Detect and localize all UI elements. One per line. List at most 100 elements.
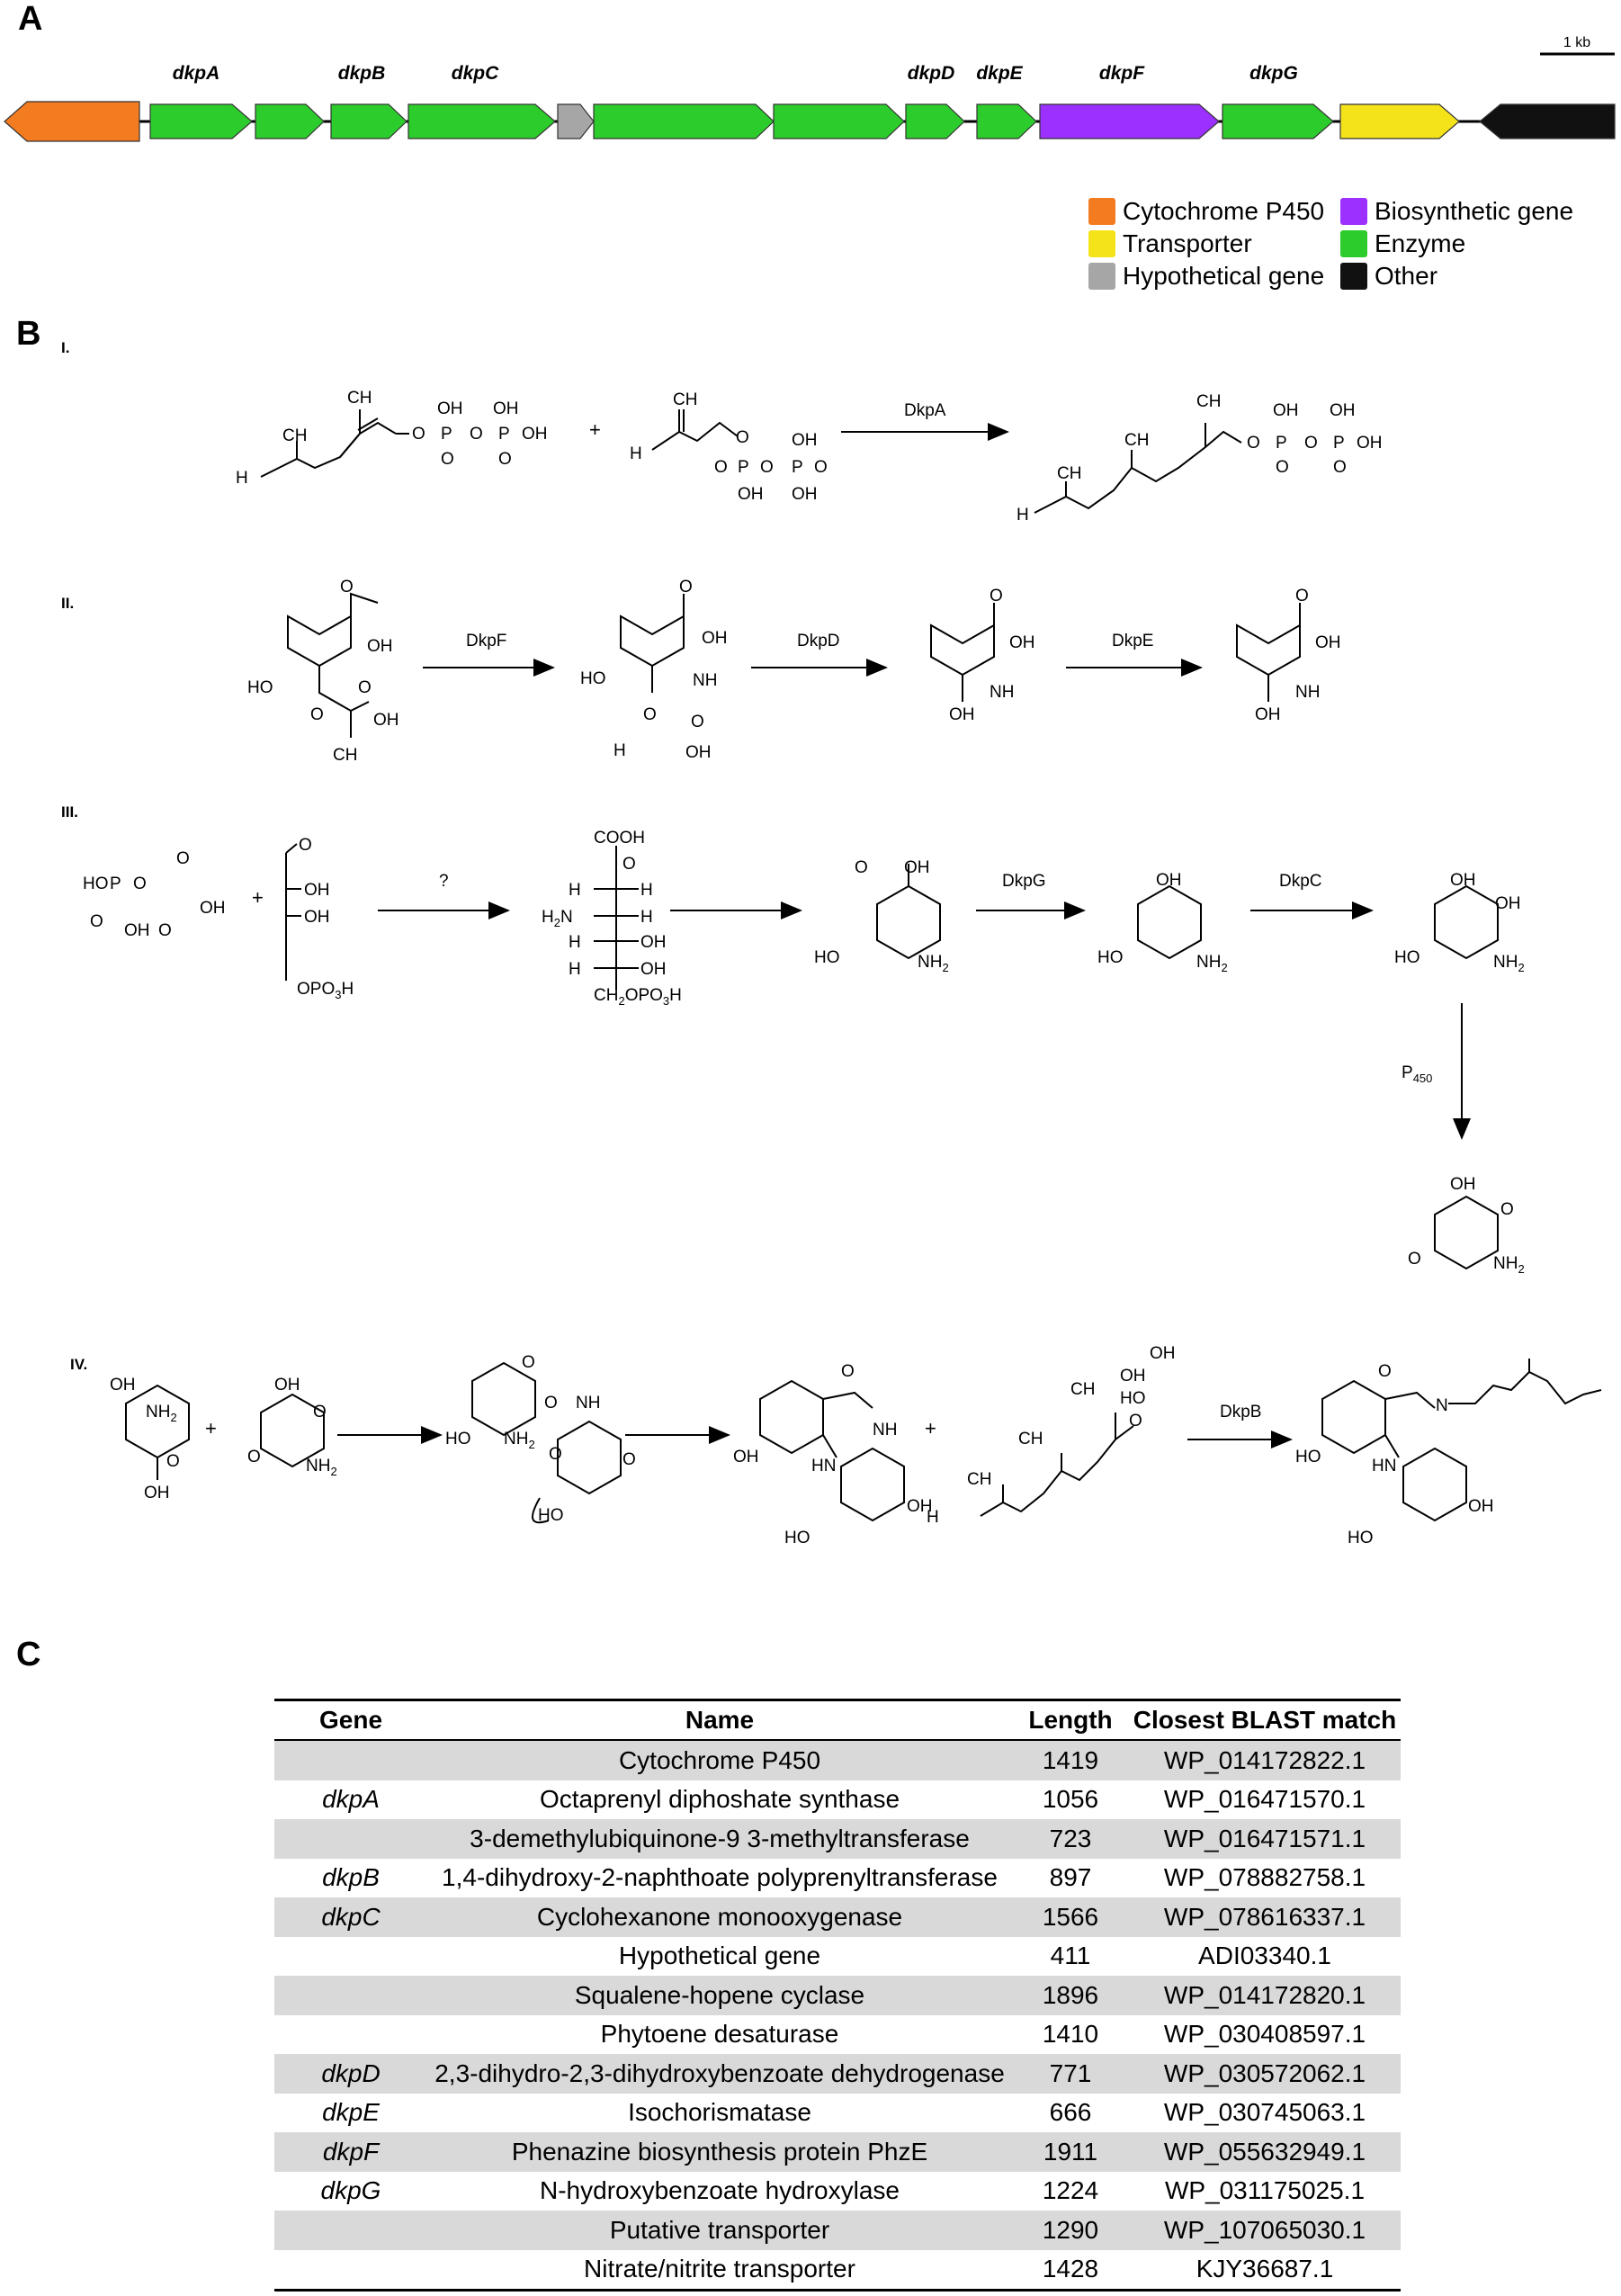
svg-text:COOH: COOH <box>594 829 645 848</box>
svg-text:O: O <box>1295 587 1309 605</box>
gene-cell: dkpE <box>322 2098 380 2127</box>
svg-text:CH: CH <box>1018 1430 1043 1448</box>
length-cell: 897 <box>1049 1863 1092 1892</box>
gene-arrow-nitrate-transporter <box>1479 103 1616 139</box>
gene-table: Gene Name Length Closest BLAST match Cyt… <box>274 1699 1401 2292</box>
legend-label: Hypothetical gene <box>1123 262 1325 290</box>
svg-text:OH: OH <box>1156 871 1182 890</box>
blast-cell: WP_016471571.1 <box>1129 1819 1401 1859</box>
gene-arrow-dkpD <box>905 103 965 139</box>
svg-text:NH2: NH2 <box>918 953 949 974</box>
svg-text:OH: OH <box>274 1376 300 1395</box>
dibenzodiazepinone-core: O NH OH HN HO OH <box>733 1362 933 1547</box>
svg-text:O: O <box>470 425 483 444</box>
legend-label: Enzyme <box>1375 229 1466 257</box>
svg-text:H: H <box>569 881 581 900</box>
svg-text:OH: OH <box>373 711 399 730</box>
svg-text:P: P <box>738 458 749 477</box>
gene-arrow-cytochrome <box>4 101 140 142</box>
blast-cell: WP_031175025.1 <box>1164 2176 1366 2205</box>
3-amino-5-hydroxybenzoic-acid: O OH HO NH2 <box>814 858 949 974</box>
svg-text:O: O <box>544 1394 558 1413</box>
blast-cell: KJY36687.1 <box>1129 2249 1401 2292</box>
gene-label-dkpB: dkpB <box>338 63 386 84</box>
svg-text:H2N: H2N <box>542 908 573 929</box>
intermediate-adduct: O O NH HO NH2 O O HO <box>445 1353 636 1525</box>
svg-text:O: O <box>133 874 147 893</box>
svg-text:OH: OH <box>1273 401 1299 420</box>
name-cell: Phenazine biosynthesis protein PhzE <box>427 2132 1012 2172</box>
svg-text:OH: OH <box>904 858 930 877</box>
svg-text:NH2: NH2 <box>1493 1254 1525 1276</box>
svg-text:O: O <box>622 1450 636 1469</box>
svg-text:O: O <box>1500 1200 1514 1219</box>
length-cell: 1911 <box>1012 2132 1129 2172</box>
svg-text:OH: OH <box>907 1497 933 1516</box>
svg-text:HO: HO <box>1097 948 1124 967</box>
svg-text:OH: OH <box>949 705 975 724</box>
svg-text:O: O <box>498 450 512 469</box>
svg-text:NH2: NH2 <box>146 1403 177 1424</box>
blast-cell: WP_078616337.1 <box>1129 1897 1401 1937</box>
svg-text:O: O <box>1129 1412 1142 1431</box>
svg-text:OH: OH <box>304 908 330 927</box>
svg-text:O: O <box>691 713 704 731</box>
svg-text:OH: OH <box>733 1448 759 1466</box>
gene-cell <box>274 2249 427 2292</box>
cyclohexenedione-iv: OH O O NH2 <box>247 1376 337 1478</box>
svg-text:HO: HO <box>83 874 109 893</box>
legend-swatch-biosynthetic <box>1340 198 1367 225</box>
svg-text:CH: CH <box>1196 392 1221 411</box>
chorismate: O OH HO O O OH CH <box>247 578 399 765</box>
gene-label-dkpF: dkpF <box>1099 63 1145 84</box>
erythrose-phosphate: O OH OH OPO3H <box>285 836 354 1001</box>
legend-item-biosynthetic: Biosynthetic gene <box>1340 196 1573 227</box>
svg-text:NH: NH <box>990 683 1014 702</box>
svg-text:O: O <box>855 858 868 877</box>
gene-arrow-dkpE <box>976 103 1037 139</box>
name-cell: Nitrate/nitrite transporter <box>427 2249 1012 2292</box>
svg-text:O: O <box>176 849 190 868</box>
gene-cell: dkpA <box>322 1785 380 1814</box>
gene-arrow-phytoene-desaturase <box>773 103 905 139</box>
svg-text:H: H <box>630 444 642 463</box>
name-cell: 2,3-dihydro-2,3-dihydroxybenzoate dehydr… <box>427 2054 1012 2094</box>
svg-text:H: H <box>569 933 581 952</box>
svg-text:O: O <box>814 458 828 477</box>
svg-text:HO: HO <box>247 678 273 697</box>
gene-cell <box>274 1740 427 1780</box>
panel-label-a: A <box>18 0 43 38</box>
3-hydroxyanthranilic-acid-iv: OH NH2 O OH <box>110 1376 190 1502</box>
enzyme-label-dkpE: DkpE <box>1112 632 1153 650</box>
panel-label-c: C <box>16 1636 41 1673</box>
svg-text:OH: OH <box>493 399 519 418</box>
svg-text:OH: OH <box>1330 401 1356 420</box>
geranyl-diphosphate: H CH CH O P O P OH OH OH O O <box>236 389 548 488</box>
name-cell: Squalene-hopene cyclase <box>427 1976 1012 2015</box>
svg-text:H: H <box>927 1508 939 1527</box>
svg-text:O: O <box>1276 458 1289 477</box>
name-cell: N-hydroxybenzoate hydroxylase <box>540 2176 900 2205</box>
svg-text:CH: CH <box>333 746 357 765</box>
gene-arrow-squalene-hopene-cyclase <box>593 103 775 139</box>
svg-text:CH: CH <box>967 1470 991 1489</box>
svg-text:HO: HO <box>1348 1529 1374 1547</box>
blast-cell: WP_030572062.1 <box>1129 2054 1401 2094</box>
gene-arrow-dkpA <box>149 103 253 139</box>
name-cell: Cytochrome P450 <box>427 1740 1012 1780</box>
svg-text:O: O <box>760 458 774 477</box>
gene-cell <box>274 1819 427 1859</box>
svg-text:O: O <box>247 1448 261 1466</box>
svg-text:O: O <box>340 578 354 596</box>
svg-text:O: O <box>441 450 454 469</box>
plus-sign: + <box>205 1417 217 1439</box>
gene-label-dkpA: dkpA <box>173 63 220 84</box>
gene-arrow-dkpF <box>1039 103 1220 139</box>
svg-text:O: O <box>1378 1362 1392 1381</box>
svg-text:OH: OH <box>1450 1175 1476 1194</box>
plus-sign: + <box>252 886 264 909</box>
